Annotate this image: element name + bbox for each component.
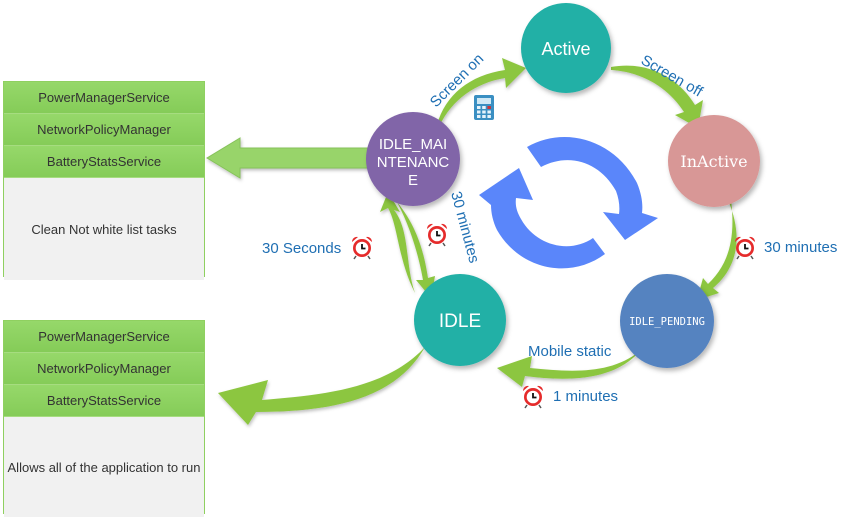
node-idle-pending: IDLE_PENDING [620,274,714,368]
node-active: Active [521,3,611,93]
arrow-inactive-to-pending [697,200,737,300]
node-idle-pending-label: IDLE_PENDING [629,316,705,328]
maintenance-services-panel: PowerManagerService NetworkPolicyManager… [3,81,205,280]
arrow-mobile-static [497,351,640,387]
arrow-to-idle-panel [218,347,425,425]
service-item: PowerManagerService [4,82,204,114]
node-idle-maintenance-label-line: E [408,172,418,189]
label-mobile-static: Mobile static [528,343,612,360]
panel-description: Allows all of the application to run [4,417,204,517]
arrow-idle-to-maintenance [380,192,415,293]
refresh-cycle-icon [479,136,658,269]
node-inactive-circle [668,115,760,207]
node-active-circle [521,3,611,93]
panel-description: Clean Not white list tasks [4,178,204,280]
label-pending-timeout: 1 minutes [553,388,618,405]
alarm-clock-icon [522,384,544,409]
calculator-icon [474,95,494,120]
node-idle-maintenance-label-line: NTENANC [377,154,450,171]
service-item: NetworkPolicyManager [4,353,204,385]
node-inactive: InActive [668,115,760,207]
label-maintenance-timeout: 30 Seconds [262,240,341,257]
arrow-maintenance-to-idle [397,202,435,298]
node-idle: IDLE [414,274,506,366]
node-active-label: Active [541,39,590,59]
service-item: NetworkPolicyManager [4,114,204,146]
node-inactive-label: InActive [680,152,747,171]
node-idle-pending-circle [620,274,714,368]
service-item: BatteryStatsService [4,385,204,417]
service-item: PowerManagerService [4,321,204,353]
label-inactive-timeout: 30 minutes [764,239,837,256]
node-idle-maintenance-label-line: IDLE_MAI [379,136,447,153]
arrow-to-maintenance-panel [206,137,373,179]
node-idle-maintenance-circle [366,112,460,206]
alarm-clock-icon [351,235,373,260]
idle-services-panel: PowerManagerService NetworkPolicyManager… [3,320,205,517]
alarm-clock-icon [734,235,756,260]
node-idle-circle [414,274,506,366]
node-idle-maintenance: IDLE_MAI NTENANC E [366,112,460,206]
arrow-screen-on [437,58,526,125]
service-item: BatteryStatsService [4,146,204,178]
label-idle-timeout: 30 minutes [447,190,482,265]
node-idle-label: IDLE [439,311,481,332]
alarm-clock-icon [426,222,448,247]
